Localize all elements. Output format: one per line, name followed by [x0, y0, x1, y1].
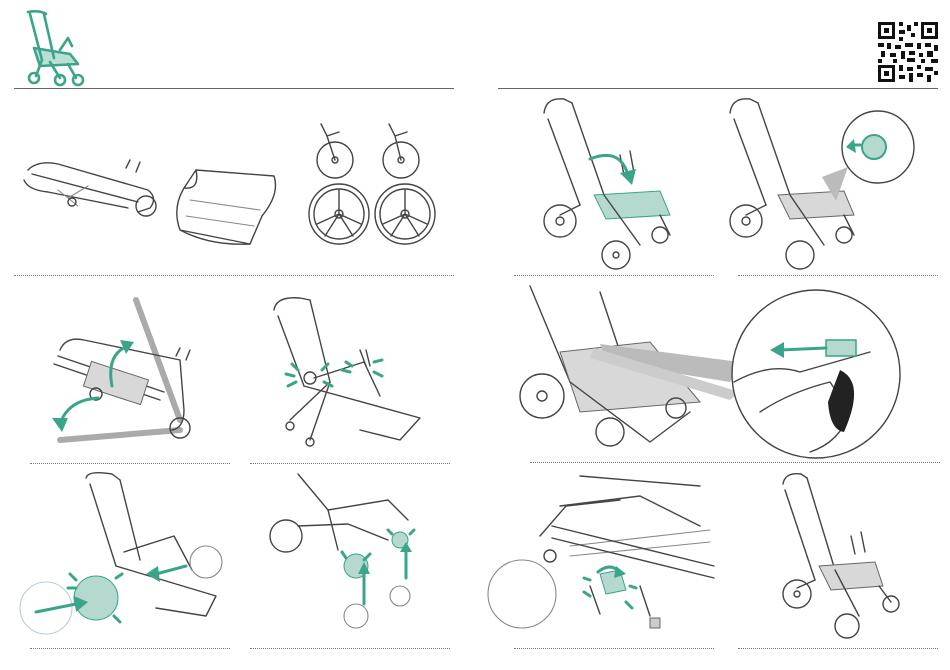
step-attach-rear-wheels — [16, 470, 236, 640]
divider-row3-left-a — [30, 648, 230, 649]
divider-row1-left — [14, 275, 454, 276]
header-rule-right — [498, 88, 938, 89]
step-attach-front-wheels — [268, 470, 428, 640]
divider-row1-right-b — [738, 275, 938, 276]
front-wheels-illustration — [305, 118, 430, 183]
stroller-icon — [20, 8, 90, 88]
divider-row2-right — [530, 462, 940, 463]
divider-row2-left-a — [30, 463, 230, 464]
divider-row3-right-a — [514, 648, 714, 649]
step-fit-seat-fabric — [540, 95, 700, 275]
step-frame-locked — [270, 290, 430, 450]
divider-row3-left-b — [250, 648, 450, 649]
divider-row3-right-b — [738, 648, 938, 649]
rear-wheels-illustration — [305, 180, 435, 250]
folded-frame-illustration — [18, 150, 168, 230]
step-basket-release — [500, 466, 715, 646]
step-clip-detail — [724, 95, 924, 275]
qr-code-icon — [878, 22, 938, 82]
step-assembled-stroller — [775, 470, 915, 642]
divider-row1-right-a — [514, 275, 714, 276]
divider-row2-left-b — [250, 463, 450, 464]
header-rule-left — [14, 88, 454, 89]
step-release-clip-detail — [510, 282, 910, 462]
seat-fabric-illustration — [170, 160, 290, 250]
step-unfold-frame — [40, 290, 200, 455]
